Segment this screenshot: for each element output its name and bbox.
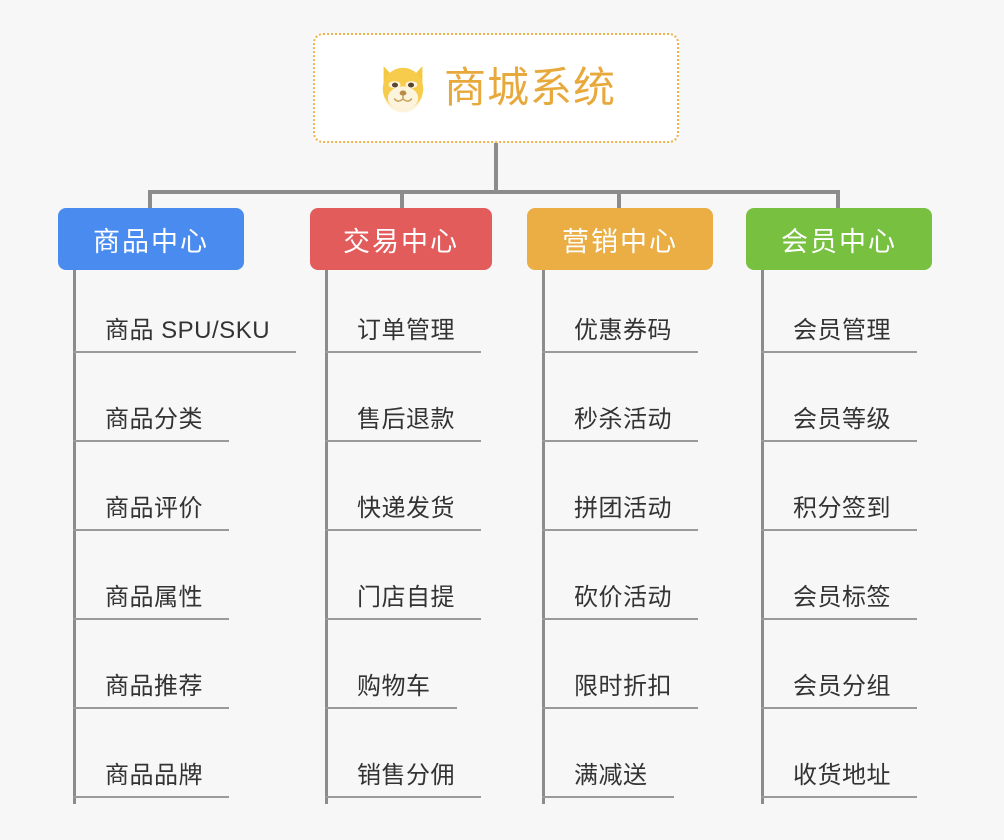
leaf-label: 商品评价	[73, 495, 229, 531]
list-item[interactable]: 拼团活动	[542, 448, 713, 537]
list-item[interactable]: 商品属性	[73, 537, 288, 626]
leaf-list-4: 会员管理 会员等级 积分签到 会员标签 会员分组 收货地址	[746, 270, 932, 804]
leaf-label: 商品分类	[73, 406, 229, 442]
list-item[interactable]: 限时折扣	[542, 626, 713, 715]
leaf-label: 快递发货	[325, 495, 481, 531]
leaf-label: 会员等级	[761, 406, 917, 442]
list-item[interactable]: 商品分类	[73, 359, 288, 448]
list-item[interactable]: 门店自提	[325, 537, 492, 626]
connector-drop-branch-2	[400, 190, 404, 210]
leaf-list-1: 商品 SPU/SKU 商品分类 商品评价 商品属性 商品推荐 商品品牌	[58, 270, 297, 804]
branch-product-center: 商品中心 商品 SPU/SKU 商品分类 商品评价 商品属性 商品推荐 商品品牌	[58, 208, 297, 804]
connector-drop-branch-3	[617, 190, 621, 210]
leaf-label: 拼团活动	[542, 495, 698, 531]
list-item[interactable]: 优惠券码	[542, 270, 713, 359]
list-item[interactable]: 砍价活动	[542, 537, 713, 626]
leaf-list-2: 订单管理 售后退款 快递发货 门店自提 购物车 销售分佣	[310, 270, 492, 804]
list-item[interactable]: 会员等级	[761, 359, 932, 448]
leaf-label: 积分签到	[761, 495, 917, 531]
connector-horizontal-bus	[148, 190, 840, 194]
list-item[interactable]: 会员管理	[761, 270, 932, 359]
leaf-label: 会员分组	[761, 673, 917, 709]
leaf-label: 收货地址	[761, 762, 917, 798]
leaf-label: 门店自提	[325, 584, 481, 620]
shiba-dog-face-icon	[382, 66, 424, 113]
leaf-label: 会员标签	[761, 584, 917, 620]
branch-trade-center: 交易中心 订单管理 售后退款 快递发货 门店自提 购物车 销售分佣	[310, 208, 492, 804]
branch-member-center: 会员中心 会员管理 会员等级 积分签到 会员标签 会员分组 收货地址	[746, 208, 932, 804]
root-node[interactable]: 商城系统	[313, 33, 679, 143]
leaf-label: 砍价活动	[542, 584, 698, 620]
leaf-spine-3	[542, 270, 545, 804]
leaf-spine-4	[761, 270, 764, 804]
list-item[interactable]: 会员分组	[761, 626, 932, 715]
leaf-label: 商品品牌	[73, 762, 229, 798]
list-item[interactable]: 满减送	[542, 715, 713, 804]
leaf-list-3: 优惠券码 秒杀活动 拼团活动 砍价活动 限时折扣 满减送	[527, 270, 713, 804]
list-item[interactable]: 订单管理	[325, 270, 492, 359]
leaf-label: 限时折扣	[542, 673, 698, 709]
branch-header-4[interactable]: 会员中心	[746, 208, 932, 270]
connector-root-stem	[494, 143, 498, 193]
list-item[interactable]: 秒杀活动	[542, 359, 713, 448]
leaf-label: 满减送	[542, 762, 674, 798]
leaf-spine-1	[73, 270, 76, 804]
leaf-label: 商品推荐	[73, 673, 229, 709]
branch-header-3[interactable]: 营销中心	[527, 208, 713, 270]
branch-header-2[interactable]: 交易中心	[310, 208, 492, 270]
leaf-label: 订单管理	[325, 317, 481, 353]
list-item[interactable]: 收货地址	[761, 715, 932, 804]
leaf-label: 商品 SPU/SKU	[73, 317, 297, 353]
list-item[interactable]: 商品 SPU/SKU	[73, 270, 297, 359]
list-item[interactable]: 购物车	[325, 626, 492, 715]
branch-header-1[interactable]: 商品中心	[58, 208, 244, 270]
connector-drop-branch-1	[148, 190, 152, 210]
leaf-spine-2	[325, 270, 328, 804]
list-item[interactable]: 售后退款	[325, 359, 492, 448]
list-item[interactable]: 商品评价	[73, 448, 288, 537]
leaf-label: 优惠券码	[542, 317, 698, 353]
branch-marketing-center: 营销中心 优惠券码 秒杀活动 拼团活动 砍价活动 限时折扣 满减送	[527, 208, 713, 804]
leaf-label: 销售分佣	[325, 762, 481, 798]
list-item[interactable]: 商品推荐	[73, 626, 288, 715]
leaf-label: 会员管理	[761, 317, 917, 353]
leaf-label: 购物车	[325, 673, 457, 709]
list-item[interactable]: 快递发货	[325, 448, 492, 537]
list-item[interactable]: 积分签到	[761, 448, 932, 537]
leaf-label: 商品属性	[73, 584, 229, 620]
list-item[interactable]: 会员标签	[761, 537, 932, 626]
leaf-label: 秒杀活动	[542, 406, 698, 442]
list-item[interactable]: 销售分佣	[325, 715, 492, 804]
leaf-label: 售后退款	[325, 406, 481, 442]
connector-drop-branch-4	[836, 190, 840, 210]
root-title: 商城系统	[443, 64, 616, 111]
list-item[interactable]: 商品品牌	[73, 715, 288, 804]
